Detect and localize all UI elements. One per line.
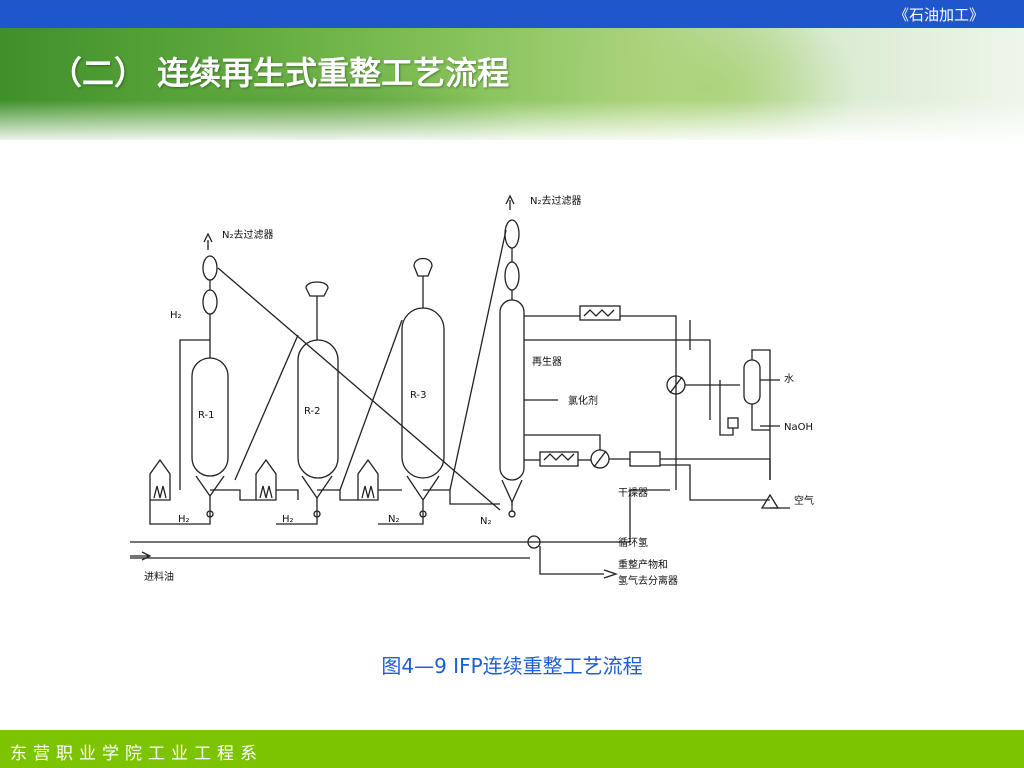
reactor-r2: [297, 281, 339, 518]
regenerator-column: [499, 194, 525, 518]
label-dryer: 干燥器: [618, 487, 648, 499]
label-h2-bottom-2: H₂: [282, 514, 294, 525]
process-lines: [130, 229, 790, 579]
label-product-line1: 重整产物和: [618, 558, 668, 571]
reactor-r1: [179, 232, 229, 518]
footer-text: 东营职业学院工业工程系: [10, 744, 263, 764]
label-regenerator: 再生器: [532, 355, 562, 368]
label-naoh: NaOH: [784, 422, 813, 433]
ifp-process-diagram: N₂去过滤器 N₂去过滤器 H₂ R-1 R-2 R-3 再生器 氯化剂 水 N…: [130, 194, 814, 587]
header-banner: [0, 28, 1024, 140]
label-n2-filter-left: N₂去过滤器: [222, 228, 274, 241]
label-n2-bottom-2: N₂: [480, 516, 492, 527]
figure-caption: 图4—9 IFP连续重整工艺流程: [381, 654, 643, 678]
label-r3: R-3: [410, 390, 427, 401]
label-h2-top: H₂: [170, 310, 182, 321]
course-title: 《石油加工》: [893, 6, 984, 24]
label-chlorinating-agent: 氯化剂: [568, 394, 598, 407]
slide-title: （二） 连续再生式重整工艺流程: [50, 54, 510, 92]
label-r1: R-1: [198, 410, 215, 421]
label-h2-bottom-1: H₂: [178, 514, 190, 525]
label-recycle-hydrogen: 循环氢: [618, 536, 648, 549]
top-bar: 《石油加工》: [0, 0, 1024, 28]
label-water: 水: [784, 373, 794, 385]
banner-fade: [0, 100, 1024, 140]
label-r2: R-2: [304, 406, 321, 417]
label-n2-filter-right: N₂去过滤器: [530, 194, 582, 207]
label-feed-oil: 进料油: [144, 570, 174, 583]
label-product-line2: 氢气去分离器: [618, 574, 678, 587]
reactor-r3: [401, 257, 445, 518]
footer-bar: 东营职业学院工业工程系: [0, 730, 1024, 768]
label-air: 空气: [794, 494, 814, 507]
label-n2-bottom-1: N₂: [388, 514, 400, 525]
furnaces: [149, 458, 379, 501]
